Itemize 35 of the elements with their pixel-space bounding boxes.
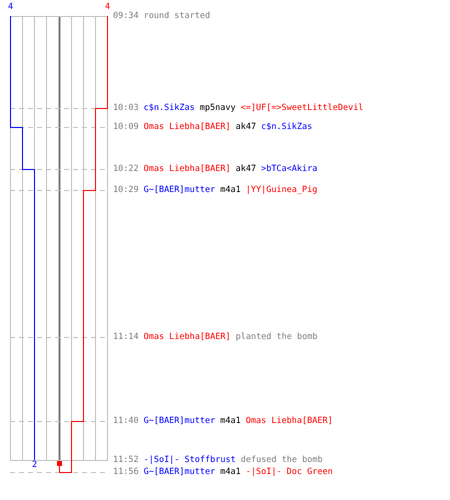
player-name: G~[BAER]mutter [144, 416, 216, 426]
weapon-name: ak47 [236, 122, 256, 132]
time-label: 09:34 [113, 11, 139, 21]
player-name: Omas Liebha[BAER] [144, 122, 231, 132]
weapon-name: m4a1 [220, 185, 241, 195]
event-text: planted the bomb [236, 332, 318, 342]
time-label: 10:03 [113, 103, 139, 113]
weapon-name: mp5navy [200, 103, 236, 113]
weapon-name: ak47 [236, 164, 256, 174]
event-text: round started [144, 11, 210, 21]
player-name: <=]UF[=>SweetLittleDevil [240, 103, 364, 113]
player-name: Omas Liebha[BAER] [144, 164, 231, 174]
player-count: 2 [32, 461, 38, 469]
time-label: 10:09 [113, 122, 139, 132]
player-name: G~[BAER]mutter [144, 185, 216, 195]
player-name: c$n.SikZas [261, 122, 312, 132]
time-label: 11:40 [113, 416, 139, 426]
time-label: 11:56 [113, 467, 139, 477]
weapon-name: m4a1 [220, 416, 241, 426]
player-name: Omas Liebha[BAER] [246, 416, 333, 426]
player-name: c$n.SikZas [144, 103, 195, 113]
player-name: |YY|Guinea_Pig [246, 185, 318, 195]
time-label: 11:14 [113, 332, 139, 342]
time-label: 11:52 [113, 455, 139, 465]
player-count: 4 [104, 3, 110, 11]
player-name: G~[BAER]mutter [144, 467, 216, 477]
time-label: 10:29 [113, 185, 139, 195]
player-name: Omas Liebha[BAER] [144, 332, 231, 342]
player-count: 4 [8, 3, 14, 11]
time-label: 10:22 [113, 164, 139, 174]
player-name: -|SoI|- Stoffbrust [144, 455, 236, 465]
weapon-name: m4a1 [220, 467, 241, 477]
player-name: -|SoI|- Doc Green [246, 467, 333, 477]
event-text: defused the bomb [240, 455, 323, 465]
player-name: >bTCa<Akira [261, 164, 318, 174]
